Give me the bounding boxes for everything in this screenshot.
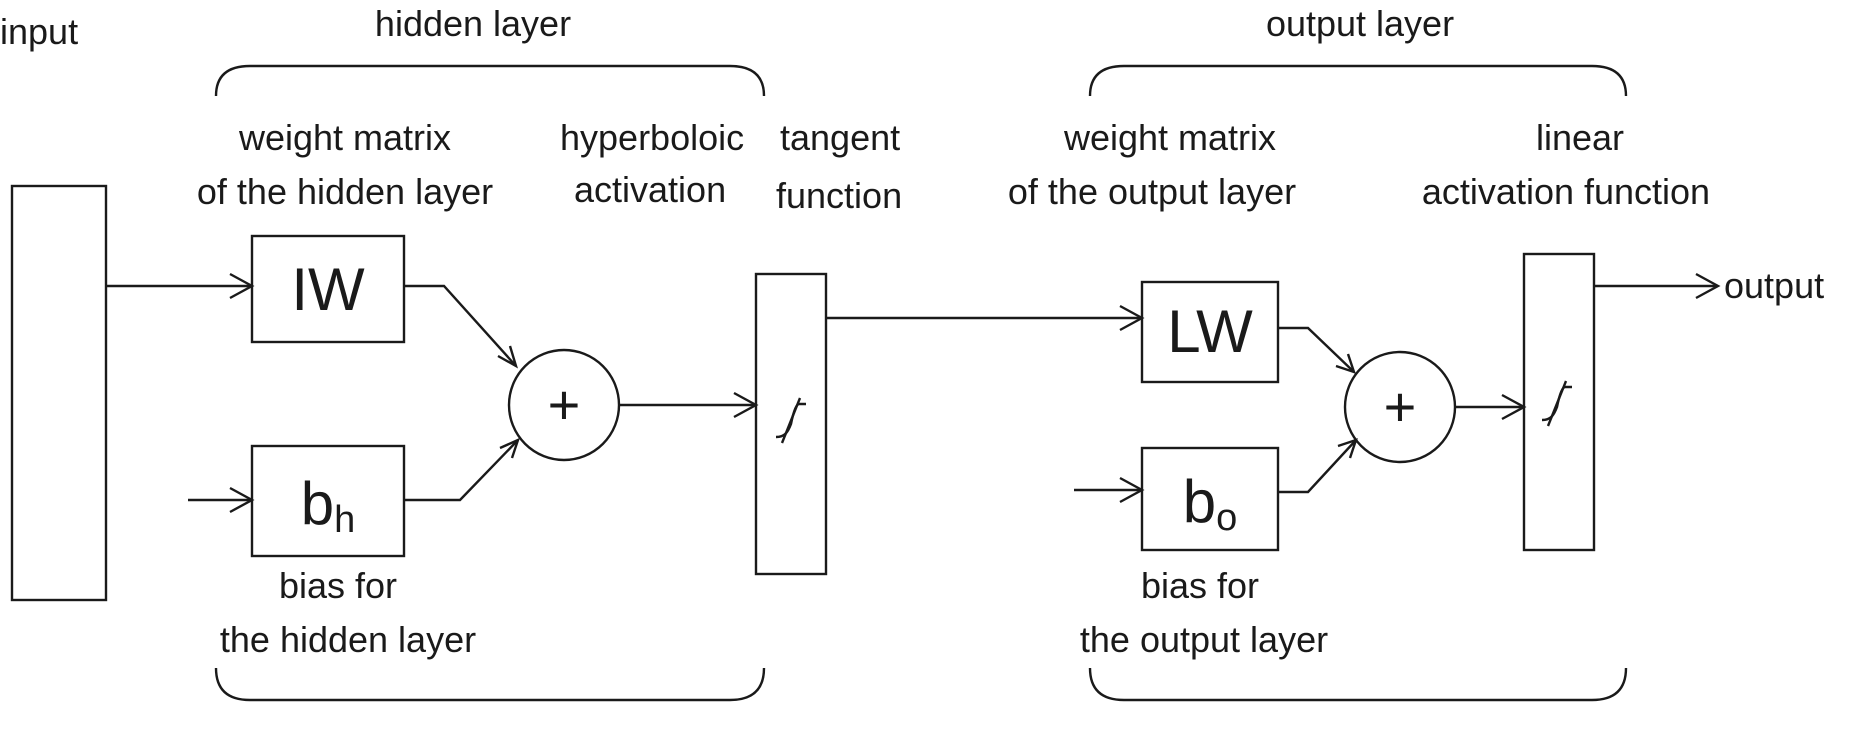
bh-block — [250, 444, 406, 558]
bh-label: bh — [301, 470, 356, 541]
output-bias-label-line2: the output layer — [1080, 619, 1328, 660]
bh-subscript: h — [334, 499, 355, 541]
bo-subscript: o — [1216, 497, 1237, 539]
output-weight-label-line1: weight matrix — [1063, 117, 1276, 158]
bo-block — [1140, 446, 1280, 552]
hidden-layer-top-brace — [214, 64, 766, 97]
input-block — [10, 184, 108, 602]
output-weight-label-line2: of the output layer — [1008, 171, 1296, 212]
linear-activation-label-line2: activation function — [1422, 171, 1710, 212]
hidden-bias-label-line1: bias for — [279, 565, 397, 606]
output-bias-input-arrowhead — [1119, 476, 1145, 504]
tanh-to-lw-arrowhead — [1119, 304, 1145, 332]
bo-base: b — [1183, 468, 1216, 535]
activation-tanh-label-a: hyperboloic — [560, 117, 744, 158]
lw-to-sum-arrowhead — [1335, 353, 1356, 374]
bo-to-sum-line — [1278, 439, 1357, 494]
bias-input-arrowhead — [229, 486, 255, 514]
output-layer-top-brace — [1088, 64, 1628, 97]
output-sum-symbol: + — [1384, 375, 1417, 438]
hidden-weight-label-line1: weight matrix — [238, 117, 451, 158]
bo-to-sum-arrowhead — [1337, 438, 1358, 459]
output-layer-bottom-brace — [1088, 667, 1628, 702]
iw-to-sum-line — [404, 284, 517, 367]
iw-to-sum-arrowhead — [497, 345, 518, 369]
activation-tanh-label-c: activation — [574, 169, 726, 210]
hidden-layer-title: hidden layer — [375, 3, 571, 44]
lw-label: LW — [1167, 298, 1253, 365]
iw-block — [250, 234, 406, 344]
activation-tanh-label-d: function — [776, 175, 902, 216]
bh-to-sum-arrowhead — [499, 437, 520, 459]
iw-label: IW — [291, 256, 365, 323]
output-layer-title: output layer — [1266, 3, 1454, 44]
linear-activation-label-line1: linear — [1536, 117, 1624, 158]
sum-to-linear-arrowhead — [1501, 393, 1527, 421]
hidden-layer-bottom-brace — [214, 667, 766, 702]
hidden-bias-label-line2: the hidden layer — [220, 619, 476, 660]
tanh-curve-stroke — [780, 397, 802, 444]
input-to-iw-arrowhead — [229, 272, 255, 300]
hidden-weight-label-line2: of the hidden layer — [197, 171, 493, 212]
bh-to-sum-line — [404, 439, 519, 502]
lw-block — [1140, 280, 1280, 384]
linear-curve-stroke — [1546, 380, 1568, 427]
sum-to-tanh-arrowhead — [733, 391, 759, 419]
input-label: input — [0, 11, 78, 52]
bo-label: bo — [1183, 468, 1238, 539]
bh-base: b — [301, 470, 334, 537]
output-bias-label-line1: bias for — [1141, 565, 1259, 606]
linear-to-output-arrowhead — [1695, 272, 1721, 300]
activation-tanh-label-b: tangent — [780, 117, 900, 158]
lw-to-sum-line — [1278, 326, 1355, 373]
output-label: output — [1724, 265, 1824, 306]
hidden-sum-symbol: + — [548, 373, 581, 436]
